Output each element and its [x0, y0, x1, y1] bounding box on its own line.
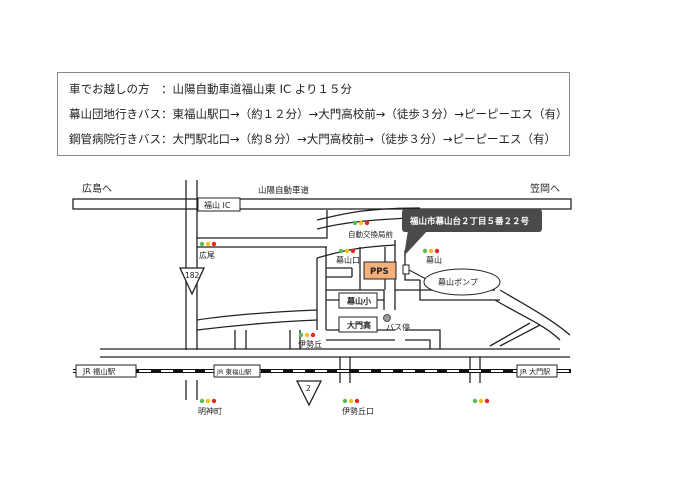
gas-station-marker [402, 264, 410, 275]
station-daimon-label: JR 大門駅 [519, 367, 550, 376]
bus-stop-label: バス停 [386, 322, 410, 332]
station-fukuyama-label: JR 福山駅 [82, 366, 116, 376]
pps-building [363, 261, 397, 280]
route-182-road [185, 180, 198, 350]
gas-station-label: 幕山ポンプ [438, 277, 478, 287]
directions-car: 車でお越しの方 ：山陽自動車道福山東 IC より１５分 [69, 82, 352, 96]
route-2-road [100, 348, 570, 358]
svg-text:182: 182 [185, 271, 200, 280]
label-expressway: 山陽自動車道 [258, 185, 310, 196]
school-daimon-box [338, 316, 378, 333]
fukuyama-ic-box [197, 197, 241, 212]
signal-makuyamaguchi-label: 幕山口 [336, 255, 360, 265]
expressway-road [72, 198, 572, 210]
school-makuyama-box [338, 292, 378, 309]
label-hiroshima: 広島へ [82, 182, 112, 195]
fukuyama-ic-label: 福山 IC [204, 200, 231, 210]
station-higashifukuyama-label: JR 東福山駅 [216, 367, 252, 376]
station-higashifukuyama-box [213, 364, 261, 378]
signal-isegaokaguchi-label: 伊勢丘口 [342, 406, 374, 416]
traffic-signals [199, 220, 490, 404]
address-callout: 福山市幕山台２丁目５番２２号 [402, 209, 542, 256]
gas-station-bubble [423, 268, 501, 296]
route-2-shield: 2 [295, 380, 323, 407]
label-kasaoka: 笠岡へ [530, 182, 560, 195]
directions-bus-danchi: 幕山団地行きバス：東福山駅口→（約１２分）→大門高校前→（徒歩３分）→ピーピーエ… [69, 107, 568, 121]
route-182-shield: 182 [178, 267, 206, 296]
school-daimon-label: 大門高 [347, 320, 371, 330]
signal-hirose-label: 広尾 [199, 250, 215, 260]
station-fukuyama-box [75, 364, 137, 378]
pps-label: PPS [370, 267, 389, 277]
signal-makuyama-label: 幕山 [426, 255, 442, 265]
school-makuyama-label: 幕山小 [346, 296, 371, 306]
directions-bus-kokan: 鋼管病院行きバス：大門駅北口→（約８分）→大門高校前→（徒歩３分）→ピーピーエス… [69, 132, 557, 146]
directions-box: 車でお越しの方 ：山陽自動車道福山東 IC より１５分 幕山団地行きバス：東福山… [57, 72, 570, 156]
svg-text:2: 2 [306, 384, 311, 393]
signal-jidokokan-label: 自動交換局前 [348, 229, 393, 239]
bus-stop-icon [383, 314, 391, 322]
signal-myojincho-label: 明神町 [198, 406, 222, 416]
signal-isegaoka-label: 伊勢丘 [298, 339, 322, 349]
station-daimon-box [516, 364, 558, 378]
address-text: 福山市幕山台２丁目５番２２号 [409, 216, 530, 227]
